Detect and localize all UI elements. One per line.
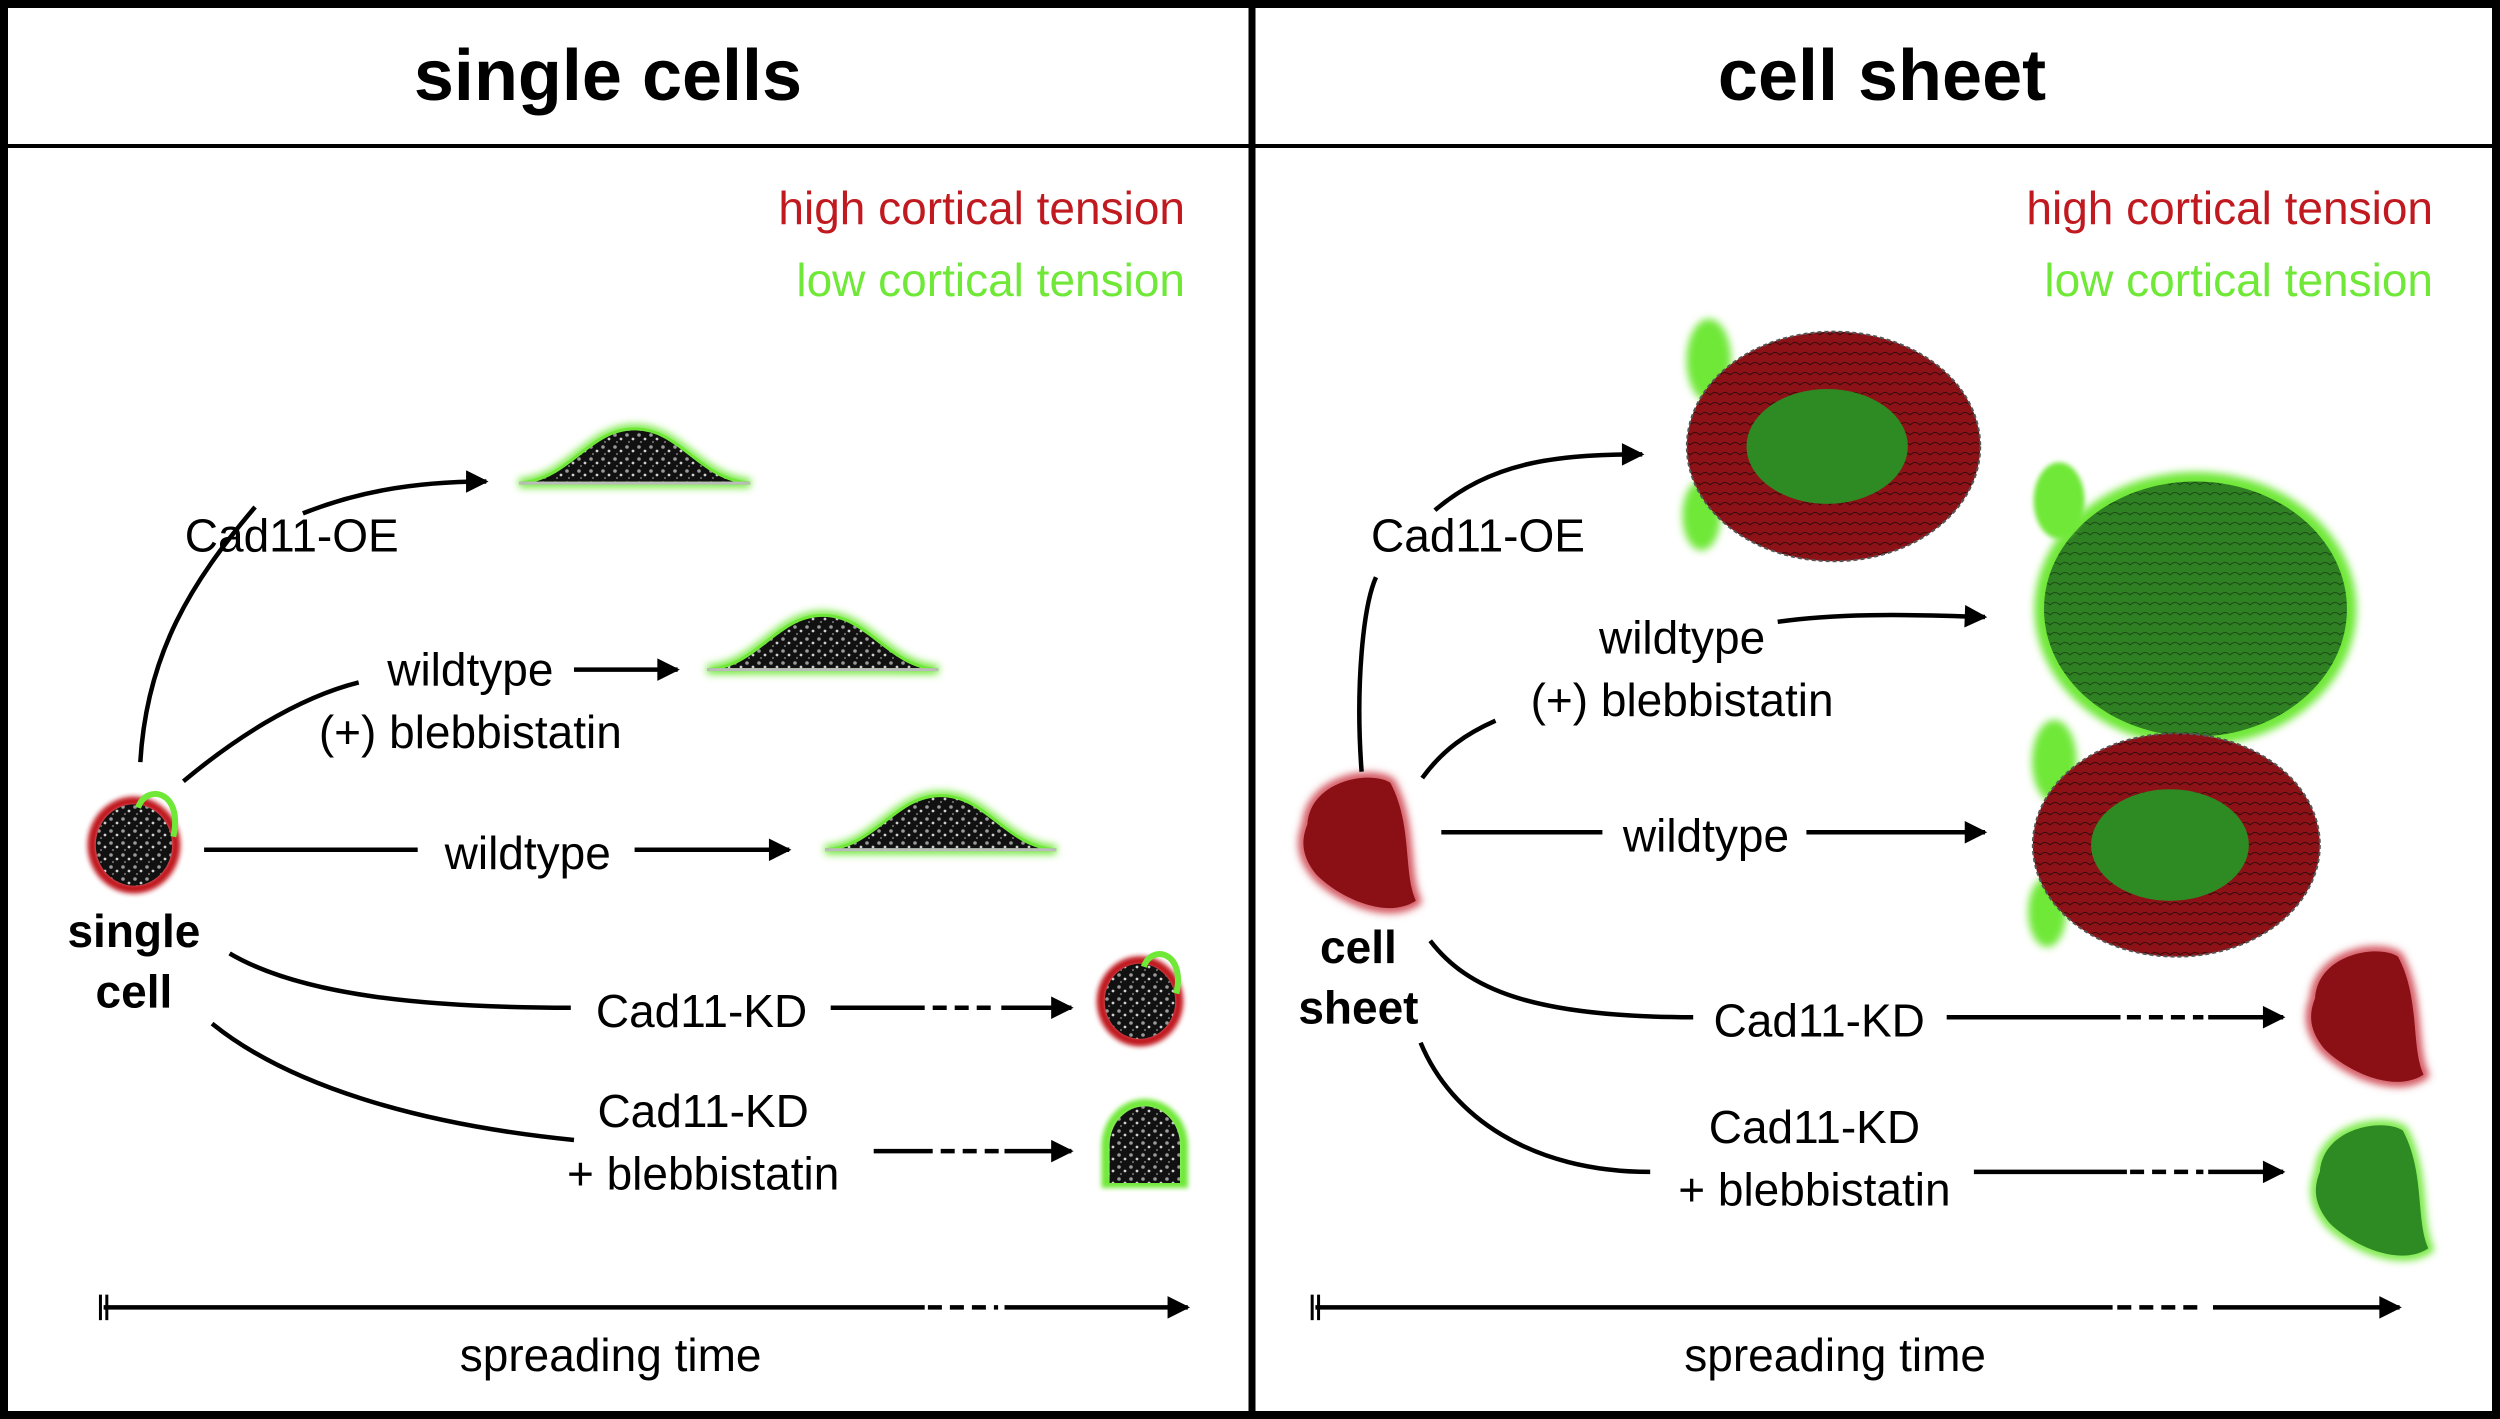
cell-blob-image bbox=[1298, 772, 1423, 914]
branch-wildtype: wildtype bbox=[204, 791, 1057, 879]
branch-line bbox=[138, 505, 257, 763]
branch-label: wildtype bbox=[1598, 612, 1765, 664]
blob-body bbox=[2315, 1125, 2429, 1256]
sheet-center-green bbox=[2091, 789, 2249, 901]
origin-label: sheet bbox=[1298, 982, 1418, 1034]
branch-label: Cad11-KD bbox=[1714, 994, 1925, 1046]
branch-cad11-kd: Cad11-KD bbox=[1428, 939, 2430, 1087]
branch-label: Cad11-OE bbox=[1371, 510, 1585, 562]
panel-title: cell sheet bbox=[1718, 36, 2046, 116]
cell-body bbox=[519, 428, 751, 484]
branch-cad11-kd-blebbistatin: Cad11-KD + blebbistatin bbox=[210, 1021, 1188, 1199]
branch-line bbox=[1418, 1041, 1651, 1175]
branch-label: Cad11-KD bbox=[1709, 1101, 1920, 1153]
branch-label: (+) blebbistatin bbox=[319, 706, 622, 758]
branch-label: (+) blebbistatin bbox=[1531, 674, 1834, 726]
branch-label: + blebbistatin bbox=[567, 1147, 839, 1199]
cortex-green bbox=[1101, 1098, 1188, 1188]
bleb-green bbox=[1140, 951, 1181, 995]
branch-label: + blebbistatin bbox=[1678, 1163, 1950, 1215]
branch-label: Cad11-KD bbox=[597, 1085, 808, 1137]
cell-body bbox=[1109, 1106, 1180, 1183]
branch-arrow bbox=[1777, 605, 1988, 628]
axis-label: spreading time bbox=[460, 1329, 762, 1381]
branch-line bbox=[181, 680, 360, 784]
origin-label: single bbox=[67, 905, 200, 957]
branch-line bbox=[1428, 939, 1694, 1020]
sheet-body bbox=[2044, 481, 2347, 737]
cortex-red bbox=[1096, 956, 1184, 1047]
cortex-outline bbox=[707, 613, 939, 672]
branch-cad11-kd: Cad11-KD bbox=[228, 951, 1184, 1047]
time-axis: spreading time bbox=[98, 1294, 1191, 1381]
round-cell-image bbox=[1096, 951, 1184, 1047]
cell-blob-image bbox=[2306, 946, 2430, 1087]
round-cell-image bbox=[1101, 1098, 1188, 1188]
branch-cad11-oe: Cad11-OE bbox=[138, 424, 751, 763]
cell-body bbox=[825, 795, 1057, 850]
blob-body bbox=[1303, 777, 1416, 909]
branch-label: wildtype bbox=[386, 644, 553, 696]
legend-high-tension: high cortical tension bbox=[778, 182, 1185, 234]
branch-label: Cad11-KD bbox=[596, 985, 807, 1037]
bleb-green bbox=[135, 790, 179, 838]
round-cell-image bbox=[87, 790, 181, 894]
branch-line bbox=[210, 1021, 575, 1143]
branch-line bbox=[1357, 576, 1379, 772]
branch-cad11-kd-blebbistatin: Cad11-KD + blebbistatin bbox=[1418, 1041, 2435, 1261]
spread-cell-image bbox=[706, 610, 939, 675]
sheet-ring-image bbox=[1682, 318, 1982, 563]
branch-arrow bbox=[302, 470, 489, 516]
branch-line bbox=[228, 951, 571, 1010]
branch-label: wildtype bbox=[444, 827, 611, 879]
panel-cell-sheet: cell sheet high cortical tension low cor… bbox=[1298, 36, 2435, 1381]
cortex-outline bbox=[518, 427, 751, 485]
branch-wildtype-blebbistatin: wildtype (+) blebbistatin bbox=[1420, 462, 2357, 780]
sheet-green-image bbox=[2033, 462, 2357, 747]
sheet-center-green bbox=[1746, 389, 1908, 504]
time-axis: spreading time bbox=[1310, 1294, 2402, 1381]
cortex-red bbox=[87, 796, 181, 894]
branch-cad11-oe: Cad11-OE bbox=[1357, 318, 1982, 772]
legend-high-tension: high cortical tension bbox=[2026, 182, 2433, 234]
cell-body bbox=[707, 615, 939, 670]
branch-label: Cad11-OE bbox=[185, 510, 399, 562]
legend-low-tension: low cortical tension bbox=[796, 254, 1185, 306]
branch-line bbox=[1420, 718, 1497, 780]
origin-label: cell bbox=[1320, 921, 1397, 973]
blob-body bbox=[2311, 951, 2424, 1082]
axis-label: spreading time bbox=[1684, 1329, 1986, 1381]
cortex-outline bbox=[825, 794, 1057, 852]
spread-cell-image bbox=[824, 791, 1057, 855]
panel-single-cells: single cells high cortical tension low c… bbox=[67, 36, 1191, 1381]
branch-wildtype: wildtype bbox=[1441, 719, 2321, 958]
protrusion-green bbox=[2033, 462, 2085, 539]
branch-wildtype-blebbistatin: wildtype (+) blebbistatin bbox=[181, 610, 939, 784]
sheet-ring-image bbox=[2028, 719, 2321, 958]
spread-cell-image bbox=[518, 424, 751, 488]
branch-arrow bbox=[1433, 443, 1645, 512]
panel-title: single cells bbox=[414, 36, 802, 116]
branch-label: wildtype bbox=[1622, 809, 1789, 861]
cell-body bbox=[1104, 963, 1176, 1039]
cell-blob-image bbox=[2310, 1120, 2435, 1261]
origin-label: cell bbox=[96, 966, 173, 1018]
cell-body bbox=[95, 804, 173, 886]
legend-low-tension: low cortical tension bbox=[2044, 254, 2433, 306]
